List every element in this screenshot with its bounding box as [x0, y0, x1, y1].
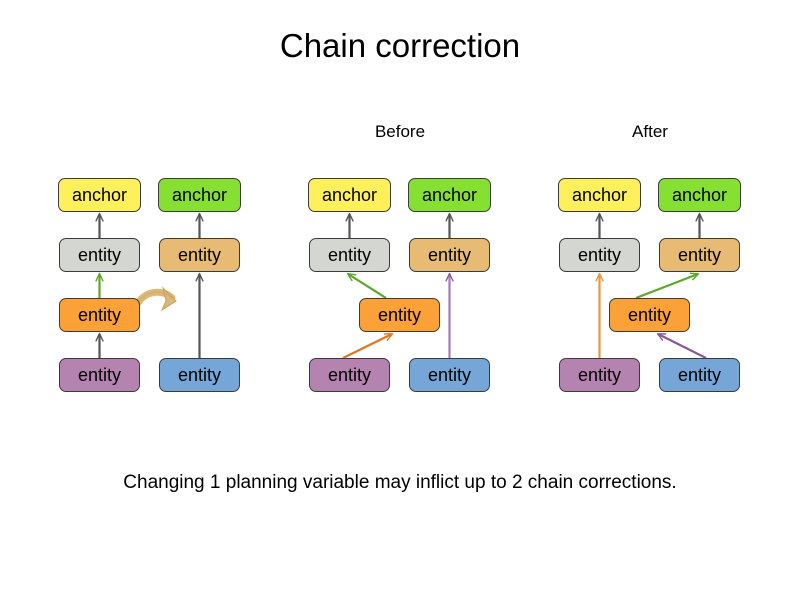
node-label: entity — [327, 365, 372, 385]
arrow-p3-blue-to-orange — [658, 333, 707, 359]
node-label: anchor — [321, 185, 378, 205]
node-p2-entity-purple[interactable]: entity — [309, 358, 390, 392]
arrow-p3-orange-to-tan — [635, 274, 698, 300]
node-label: anchor — [171, 185, 228, 205]
node-p3-entity-grey[interactable]: entity — [559, 238, 640, 272]
node-label: entity — [577, 365, 622, 385]
slide-caption: Changing 1 planning variable may inflict… — [123, 472, 677, 493]
node-p3-anchor-right[interactable]: anchor — [658, 178, 741, 212]
node-p2-entity-blue[interactable]: entity — [409, 358, 490, 392]
move-arrow-curved — [130, 286, 177, 316]
node-p2-entity-orange[interactable]: entity — [359, 298, 440, 332]
node-p1-anchor-right[interactable]: anchor — [158, 178, 241, 212]
node-p2-anchor-right[interactable]: anchor — [408, 178, 491, 212]
node-label: entity — [327, 245, 372, 265]
node-label: entity — [577, 245, 622, 265]
node-p3-anchor-left[interactable]: anchor — [558, 178, 641, 212]
node-label: entity — [627, 305, 672, 325]
node-label: entity — [377, 305, 422, 325]
node-label: entity — [77, 305, 122, 325]
node-p3-entity-blue[interactable]: entity — [659, 358, 740, 392]
node-p1-anchor-left[interactable]: anchor — [58, 178, 141, 212]
node-label: entity — [177, 245, 222, 265]
node-p2-entity-grey[interactable]: entity — [309, 238, 390, 272]
node-p3-entity-tan[interactable]: entity — [659, 238, 740, 272]
node-p1-entity-grey[interactable]: entity — [59, 238, 140, 272]
node-label: entity — [177, 365, 222, 385]
arrow-p2-purple-to-orange — [342, 333, 392, 359]
node-p3-entity-purple[interactable]: entity — [559, 358, 640, 392]
node-p1-entity-orange[interactable]: entity — [59, 298, 140, 332]
panel-label-before: Before — [374, 122, 426, 141]
node-p1-entity-tan[interactable]: entity — [159, 238, 240, 272]
node-label: anchor — [71, 185, 128, 205]
node-p1-entity-purple[interactable]: entity — [59, 358, 140, 392]
node-label: entity — [77, 245, 122, 265]
node-label: entity — [427, 245, 472, 265]
node-label: entity — [677, 365, 722, 385]
node-label: entity — [427, 365, 472, 385]
node-p2-anchor-left[interactable]: anchor — [308, 178, 391, 212]
node-p1-entity-blue[interactable]: entity — [159, 358, 240, 392]
node-label: anchor — [571, 185, 628, 205]
node-p3-entity-orange[interactable]: entity — [609, 298, 690, 332]
node-label: entity — [77, 365, 122, 385]
node-p2-entity-tan[interactable]: entity — [409, 238, 490, 272]
page-title: Chain correction — [279, 27, 521, 64]
node-label: anchor — [421, 185, 478, 205]
arrow-p2-orange-to-grey — [348, 274, 387, 299]
node-label: anchor — [671, 185, 728, 205]
node-label: entity — [677, 245, 722, 265]
panel-label-after: After — [632, 122, 668, 141]
